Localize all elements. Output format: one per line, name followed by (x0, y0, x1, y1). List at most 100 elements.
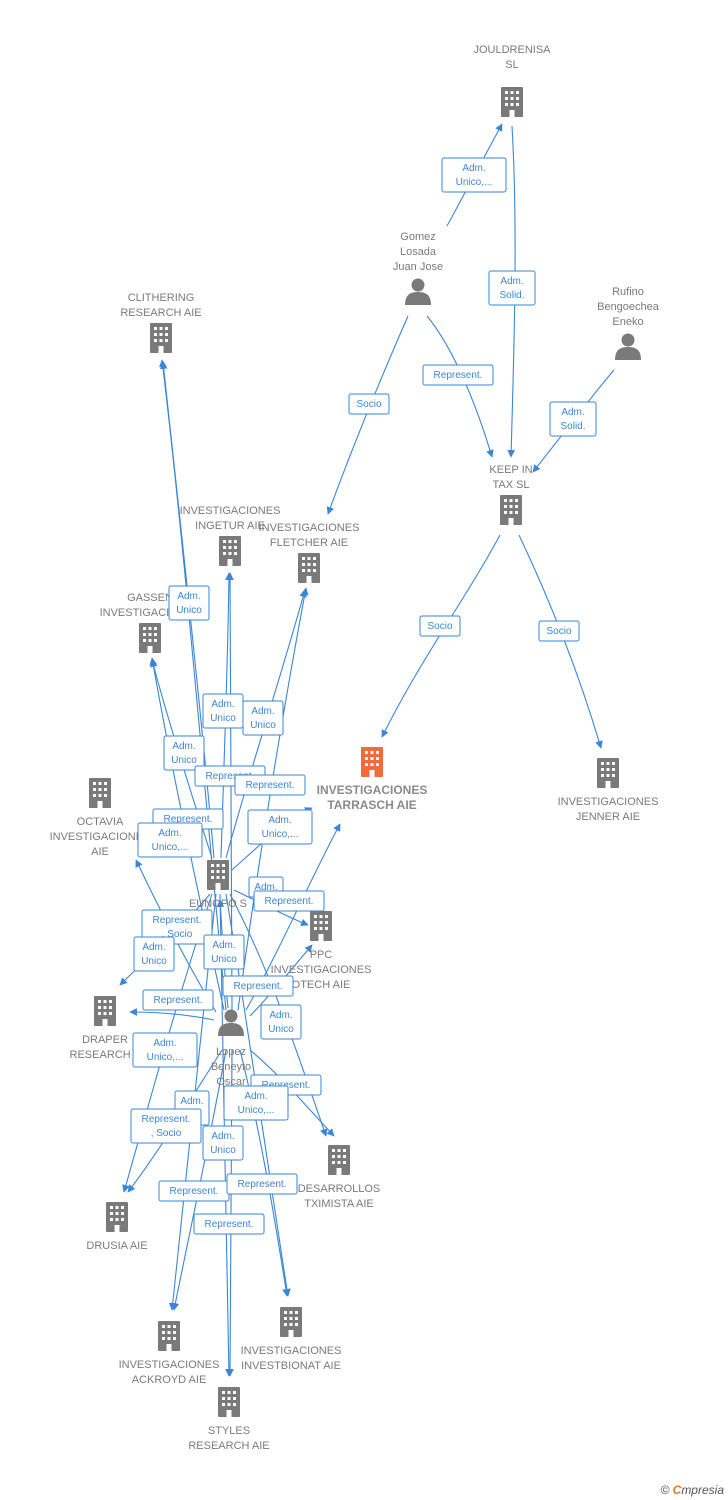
relation-box (234, 774, 306, 796)
relation-label-r1[interactable]: Adm.Unico,... (441, 157, 507, 193)
relation-text: Represent. (164, 814, 213, 825)
building-icon (361, 747, 383, 777)
relation-text: Adm. (177, 591, 200, 602)
relation-label-r29[interactable]: Represent., Socio (130, 1108, 202, 1144)
relation-label-r33[interactable]: Represent. (193, 1213, 265, 1235)
relation-text: Adm. (561, 407, 584, 418)
relation-label-r23[interactable]: Represent. (222, 975, 294, 997)
node-label: Oscar (216, 1076, 246, 1088)
node-label: INVESTBIONAT AIE (241, 1360, 341, 1372)
node-label: Losada (400, 246, 437, 258)
relation-label-r8[interactable]: Adm.Unico (168, 585, 210, 621)
relation-box (202, 1125, 244, 1161)
relation-label-r27[interactable]: Adm.Unico,... (223, 1085, 289, 1121)
relation-text: Socio (427, 621, 452, 632)
node-europo[interactable]: EUNOPO S (189, 860, 247, 910)
relation-box (348, 393, 390, 415)
relation-text: Represent. (206, 771, 255, 782)
relation-label-r5[interactable]: Socio (348, 393, 390, 415)
relation-label-r24[interactable]: Adm.Unico (260, 1004, 302, 1040)
node-label: INVESTIGACIONES (259, 522, 360, 534)
relation-label-r32[interactable]: Represent. (226, 1173, 298, 1195)
relation-label-r15[interactable]: Adm.Unico,... (247, 809, 313, 845)
relation-text: Adm. (212, 940, 235, 951)
relation-label-r7[interactable]: Socio (538, 620, 580, 642)
footer-brand: ©Cmpresia (661, 1483, 724, 1497)
relation-label-r9[interactable]: Adm. Unico (202, 693, 244, 729)
relation-label-r6[interactable]: Socio (419, 615, 461, 637)
node-label: STYLES (208, 1425, 250, 1437)
relation-text: Unico (210, 713, 236, 724)
relation-label-r21[interactable]: Adm.Unico (203, 934, 245, 970)
relation-label-r13[interactable]: Represent. (234, 774, 306, 796)
node-label: RESEARCH AIE (120, 307, 201, 319)
relation-text: Represent. (434, 370, 483, 381)
relation-text: Represent. (265, 896, 314, 907)
relation-box (130, 1108, 202, 1144)
relation-box (133, 936, 175, 972)
relation-text: Unico,... (147, 1052, 184, 1063)
relation-box (223, 1085, 289, 1121)
relation-text: Solid. (499, 290, 524, 301)
relation-text: Unico (210, 1145, 236, 1156)
relation-text: Adm. (172, 741, 195, 752)
relation-label-r11[interactable]: Adm. Unico (163, 735, 205, 771)
relation-label-r16[interactable]: Adm.Unico,... (137, 822, 203, 858)
relation-text: Unico,... (262, 829, 299, 840)
building-icon (219, 536, 241, 566)
relation-label-r19[interactable]: Represent. , Socio (141, 909, 213, 945)
relation-label-r22[interactable]: Represent. (142, 989, 214, 1011)
node-label: Gomez (400, 231, 435, 243)
relation-box (203, 934, 245, 970)
relation-box (137, 822, 203, 858)
relation-text: Represent. (153, 915, 202, 926)
relation-text: Unico (171, 755, 197, 766)
relation-text: Unico,... (238, 1105, 275, 1116)
relation-text: Unico (250, 720, 276, 731)
node-label: JOULDRENISA (473, 44, 551, 56)
relation-label-r25[interactable]: Adm.Unico,... (132, 1032, 198, 1068)
relation-text: Adm. (180, 1096, 203, 1107)
relation-label-r31[interactable]: Represent. (158, 1180, 230, 1202)
relation-label-r3[interactable]: Adm.Solid. (549, 401, 597, 437)
relation-label-r30[interactable]: Adm.Unico (202, 1125, 244, 1161)
relation-label-r20[interactable]: Adm.Unico (133, 936, 175, 972)
relation-text: Socio (356, 399, 381, 410)
node-label: INVESTIGACIONES (119, 1359, 220, 1371)
relation-label-r2[interactable]: Adm.Solid. (488, 270, 536, 306)
building-icon (500, 495, 522, 525)
relation-text: Unico (141, 956, 167, 967)
node-label: DRAPER (82, 1034, 128, 1046)
relation-text: Adm. (211, 699, 234, 710)
node-label: TAX SL (492, 479, 529, 491)
relation-text: , Socio (162, 929, 193, 940)
relation-label-r4[interactable]: Represent. (422, 364, 494, 386)
relation-box (260, 1004, 302, 1040)
building-icon (207, 860, 229, 890)
relation-text: Adm. (462, 163, 485, 174)
relations-layer: Adm.Unico,...Adm.Solid.Adm.Solid.Represe… (130, 157, 597, 1235)
node-drusia[interactable]: DRUSIA AIE (86, 1202, 148, 1252)
relation-box (193, 1213, 265, 1235)
relation-label-r18[interactable]: Represent. (253, 890, 325, 912)
relation-box (441, 157, 507, 193)
relation-label-r10[interactable]: Adm.Unico (242, 700, 284, 736)
